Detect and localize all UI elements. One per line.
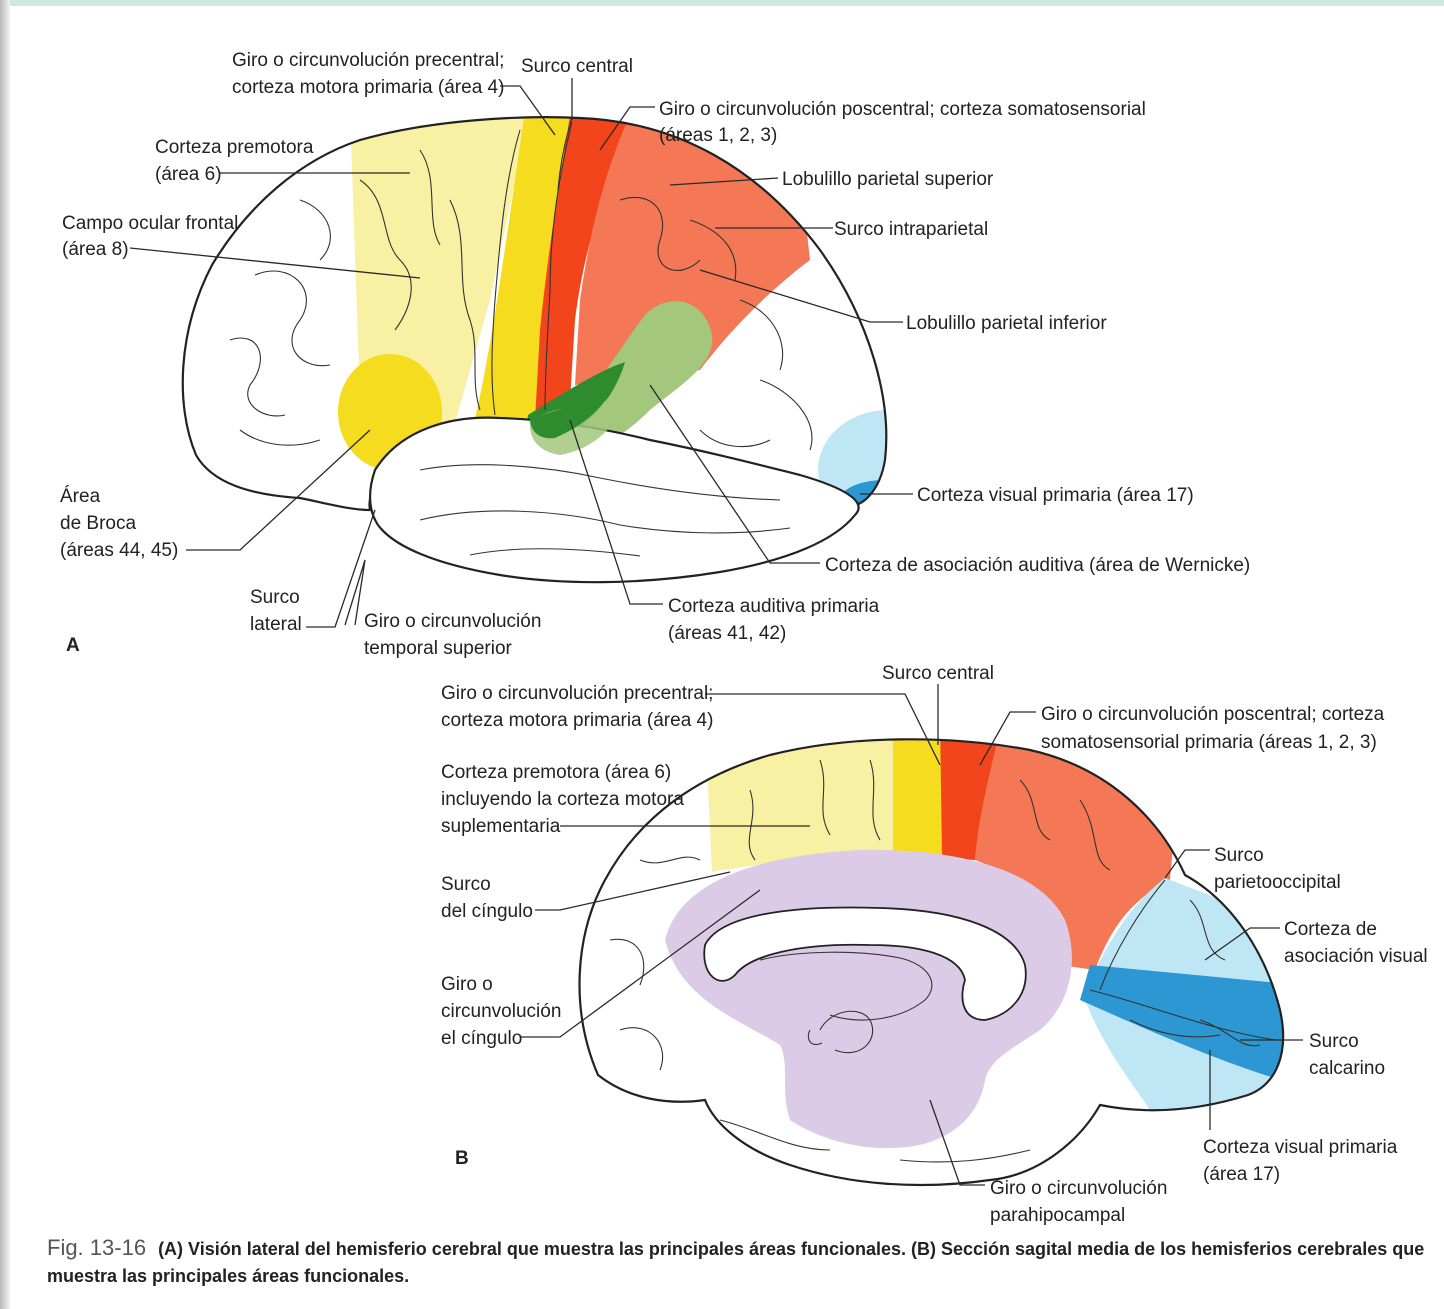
label-a-auditory-2: (áreas 41, 42) bbox=[668, 623, 786, 644]
label-b-precentral-1: Giro o circunvolución precentral; bbox=[441, 683, 713, 704]
label-a-broca-2: de Broca bbox=[60, 513, 136, 534]
label-b-parieto-occipital-1: Surco bbox=[1214, 845, 1264, 866]
label-b-precentral-2: corteza motora primaria (área 4) bbox=[441, 710, 713, 731]
b-motor-area bbox=[893, 739, 945, 855]
figure-caption: Fig. 13-16(A) Visión lateral del hemisfe… bbox=[47, 1234, 1432, 1290]
figure-number: Fig. 13-16 bbox=[47, 1235, 147, 1260]
label-a-lateral-2: lateral bbox=[250, 614, 302, 635]
panel-b-letter: B bbox=[455, 1148, 469, 1169]
label-b-postcentral-1: Giro o circunvolución poscentral; cortez… bbox=[1041, 704, 1385, 725]
label-b-visual-assoc-1: Corteza de bbox=[1284, 919, 1377, 940]
top-border-strip bbox=[0, 0, 1444, 6]
panel-a-letter: A bbox=[66, 635, 80, 656]
label-a-frontal-eye-2: (área 8) bbox=[62, 239, 129, 260]
panel-b-medial-brain: Surco central Giro o circunvolución prec… bbox=[441, 663, 1428, 1226]
b-corpus-callosum bbox=[703, 906, 1027, 1021]
label-a-superior-parietal: Lobulillo parietal superior bbox=[782, 169, 994, 190]
label-b-visual-primary-2: (área 17) bbox=[1203, 1164, 1280, 1185]
label-a-central-sulcus: Surco central bbox=[521, 56, 633, 77]
page-gutter-shadow bbox=[0, 0, 10, 1309]
label-b-postcentral-2: somatosensorial primaria (áreas 1, 2, 3) bbox=[1041, 732, 1377, 753]
label-a-auditory-1: Corteza auditiva primaria bbox=[668, 596, 880, 617]
label-b-parahippocampal-2: parahipocampal bbox=[990, 1205, 1125, 1226]
leader-lines-a bbox=[129, 78, 913, 628]
b-somatosensory-area bbox=[940, 739, 1010, 860]
label-a-broca-1: Área bbox=[60, 486, 101, 507]
leader-lines-b bbox=[520, 684, 1303, 1186]
label-b-calcarine-1: Surco bbox=[1309, 1031, 1359, 1052]
label-b-premotor-3: suplementaria bbox=[441, 816, 561, 837]
label-b-parahippocampal-1: Giro o circunvolución bbox=[990, 1178, 1167, 1199]
parietal-area bbox=[575, 117, 810, 385]
label-a-precentral-1: Giro o circunvolución precentral; bbox=[232, 50, 504, 71]
label-b-parieto-occipital-2: parietooccipital bbox=[1214, 872, 1341, 893]
label-a-sup-temporal-2: temporal superior bbox=[364, 638, 513, 659]
label-b-cingulate-gyrus-2: circunvolución bbox=[441, 1001, 561, 1022]
label-a-visual-primary: Corteza visual primaria (área 17) bbox=[917, 485, 1194, 506]
label-a-sup-temporal-1: Giro o circunvolución bbox=[364, 611, 541, 632]
brain-figure: Giro o circunvolución precentral; cortez… bbox=[60, 50, 1428, 1226]
label-b-calcarine-2: calcarino bbox=[1309, 1058, 1385, 1079]
label-b-premotor-1: Corteza premotora (área 6) bbox=[441, 762, 671, 783]
b-visual-primary-area bbox=[1080, 965, 1284, 1085]
label-a-lateral-1: Surco bbox=[250, 587, 300, 608]
label-a-premotor-1: Corteza premotora bbox=[155, 137, 314, 158]
panel-a-lateral-brain: Giro o circunvolución precentral; cortez… bbox=[60, 50, 1250, 659]
label-a-frontal-eye-1: Campo ocular frontal bbox=[62, 213, 238, 234]
label-a-precentral-2: corteza motora primaria (área 4) bbox=[232, 77, 504, 98]
label-b-cingulate-gyrus-3: el cíngulo bbox=[441, 1028, 522, 1049]
label-a-inferior-parietal: Lobulillo parietal inferior bbox=[906, 313, 1107, 334]
label-b-visual-assoc-2: asociación visual bbox=[1284, 946, 1428, 967]
label-a-premotor-2: (área 6) bbox=[155, 164, 222, 185]
label-b-cingulate-gyrus-1: Giro o bbox=[441, 974, 493, 995]
label-a-postcentral-2: (áreas 1, 2, 3) bbox=[659, 125, 777, 146]
somatosensory-area bbox=[535, 117, 640, 420]
label-b-cingulate-sulcus-2: del cíngulo bbox=[441, 901, 533, 922]
gyri-pattern-b bbox=[609, 759, 1261, 1163]
label-b-central-sulcus: Surco central bbox=[882, 663, 994, 684]
b-premotor-area bbox=[705, 739, 900, 872]
label-a-intraparietal: Surco intraparietal bbox=[834, 219, 988, 240]
caption-text: (A) Visión lateral del hemisferio cerebr… bbox=[47, 1239, 1425, 1286]
label-b-cingulate-sulcus-1: Surco bbox=[441, 874, 491, 895]
label-a-postcentral-1: Giro o circunvolución poscentral; cortez… bbox=[659, 99, 1146, 120]
label-a-broca-3: (áreas 44, 45) bbox=[60, 540, 178, 561]
label-a-wernicke: Corteza de asociación auditiva (área de … bbox=[825, 555, 1250, 576]
label-b-visual-primary-1: Corteza visual primaria bbox=[1203, 1137, 1398, 1158]
label-b-premotor-2: incluyendo la corteza motora bbox=[441, 789, 684, 810]
